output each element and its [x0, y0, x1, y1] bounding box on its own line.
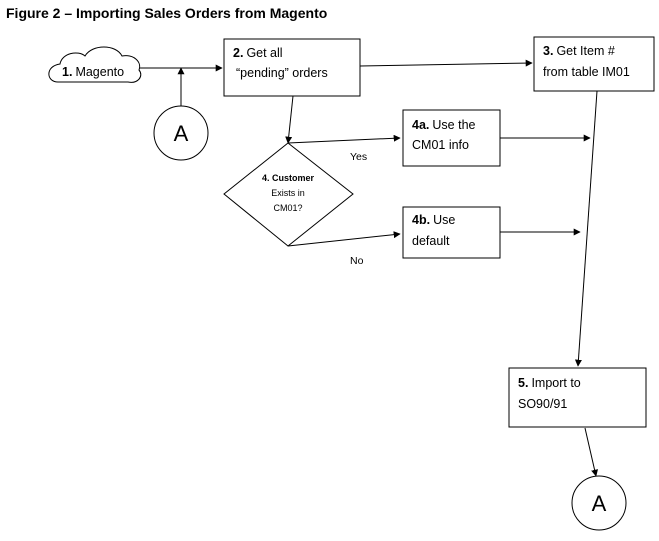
connector-a-bottom: A [571, 475, 627, 531]
step-4b-number: 4b. [412, 213, 430, 227]
step-4b-line2: default [412, 234, 450, 248]
step-5-line2: SO90/91 [518, 397, 567, 411]
get-item-box: 3.Get Item # from table IM01 [533, 36, 655, 92]
connector-a-top: A [153, 105, 209, 161]
step-4a-line2: CM01 info [412, 138, 469, 152]
svg-text:4b.Use: 4b.Use [412, 213, 455, 227]
step-4b-line1: Use [433, 213, 455, 227]
step-5-number: 5. [518, 376, 528, 390]
step-3-line2: from table IM01 [543, 65, 630, 79]
decision-line1: 4. Customer [262, 173, 315, 183]
step-4a-number: 4a. [412, 118, 429, 132]
step-5-line1: Import to [531, 376, 580, 390]
edge-decision-yes [287, 134, 401, 144]
step-4a-line1: Use the [432, 118, 475, 132]
step-2-line2: “pending” orders [236, 66, 328, 80]
use-default-box: 4b.Use default [402, 206, 501, 259]
decision-line2: Exists in [271, 188, 305, 198]
step-2-number: 2. [233, 46, 243, 60]
step-3-number: 3. [543, 44, 553, 58]
get-pending-orders-box: 2.Get all “pending” orders [223, 38, 361, 97]
import-box: 5.Import to SO90/91 [508, 367, 647, 428]
svg-text:4a.Use the: 4a.Use the [412, 118, 476, 132]
decision-line3: CM01? [273, 203, 302, 213]
magento-node-label: 1.Magento [62, 65, 124, 79]
edge-import-to-connector [584, 427, 599, 477]
use-cm01-info-box: 4a.Use the CM01 info [402, 109, 501, 167]
step-3-line1: Get Item # [556, 44, 614, 58]
edge-label-yes: Yes [350, 151, 367, 163]
edge-decision-no [287, 231, 401, 247]
edge-label-no: No [350, 255, 364, 267]
svg-text:2.Get all: 2.Get all [233, 46, 283, 60]
svg-text:5.Import to: 5.Import to [518, 376, 581, 390]
connector-a-top-label: A [174, 121, 189, 146]
edge-pending-to-decision [285, 95, 294, 144]
edge-getitem-to-import [574, 90, 598, 367]
connector-a-bottom-label: A [592, 491, 607, 516]
customer-exists-decision: 4. Customer Exists in CM01? [223, 142, 354, 247]
figure-title: Figure 2 – Importing Sales Orders from M… [6, 5, 327, 21]
edge-pending-to-getitem [359, 59, 533, 67]
svg-text:3.Get Item #: 3.Get Item # [543, 44, 615, 58]
magento-cloud-node: 1.Magento [48, 46, 142, 83]
step-2-line1: Get all [246, 46, 282, 60]
